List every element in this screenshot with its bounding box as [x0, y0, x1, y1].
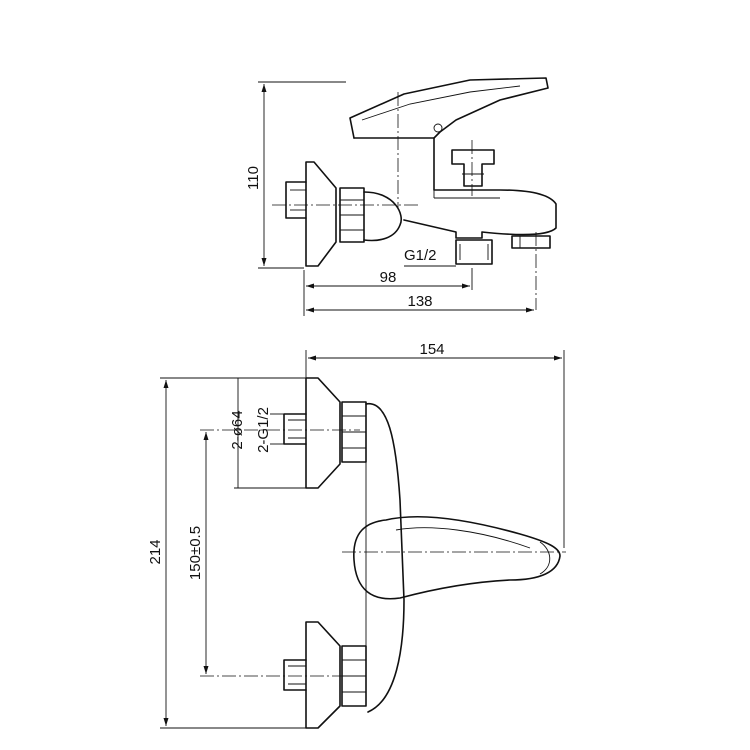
side-shower-outlet: [455, 239, 493, 265]
dim-110-label: 110: [245, 166, 262, 190]
dim-214-label: 214: [147, 539, 164, 564]
side-body: [353, 137, 557, 239]
side-lever-handle: [349, 77, 549, 139]
dim-thread-label: G1/2: [404, 247, 437, 264]
front-lever-handle: [353, 516, 561, 600]
side-inlet-pipe: [285, 181, 307, 219]
front-bottom-inlet: [283, 659, 307, 691]
front-bottom-flange: [305, 621, 341, 729]
front-view: 154 2: [147, 341, 566, 729]
dim-150-label: 150±0.5: [187, 526, 204, 580]
side-eccentric-dome: [363, 191, 402, 242]
side-view: 110 G1/2 98 138: [245, 77, 557, 316]
dim-inlet-diameter-label: 2-ø64: [229, 410, 246, 449]
front-top-flange: [305, 377, 341, 489]
side-diverter-knob: [451, 149, 495, 187]
front-top-inlet: [283, 413, 307, 445]
side-wall-flange: [305, 161, 337, 267]
dim-154-label: 154: [419, 341, 444, 358]
front-bottom-nut: [341, 645, 367, 707]
front-body: [365, 403, 405, 713]
dim-inlet-thread-label: 2-G1/2: [255, 407, 272, 453]
side-spout-nozzle: [511, 235, 551, 249]
side-hex-nut: [339, 187, 365, 243]
dim-98-label: 98: [380, 269, 397, 286]
dim-138-label: 138: [407, 293, 432, 310]
